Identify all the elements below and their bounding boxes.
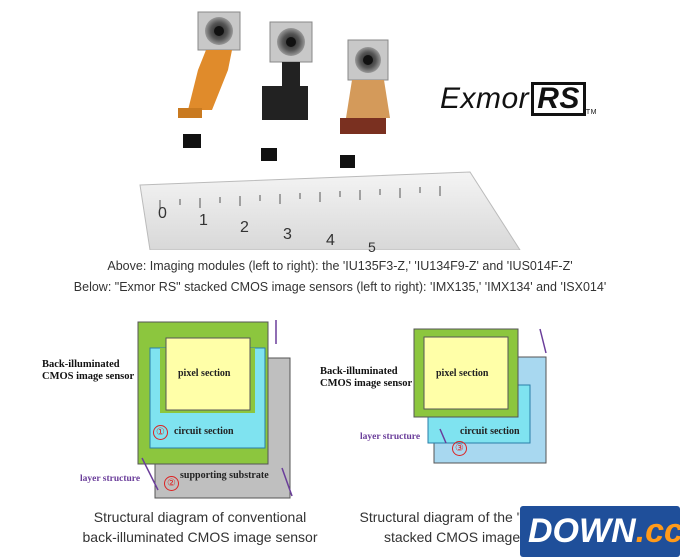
ruler-number: 3 — [283, 226, 292, 243]
logo-suffix: RS — [531, 82, 586, 116]
marker-2: ② — [164, 476, 179, 491]
logo-trademark: TM — [585, 109, 597, 116]
left-diagram-caption-1: Structural diagram of conventional — [93, 509, 307, 525]
sensor-chip-1 — [183, 134, 201, 148]
camera-module-1 — [178, 11, 241, 118]
left-circuit-label: circuit section — [174, 426, 234, 437]
left-support-label: supporting substrate — [180, 470, 269, 481]
left-layer-label: layer structure — [80, 474, 141, 484]
ruler-number: 4 — [326, 232, 335, 249]
logo-brand: Exmor — [440, 82, 530, 115]
ruler — [139, 171, 521, 250]
ruler-number: 1 — [199, 212, 208, 229]
sensor-chip-3 — [340, 155, 355, 168]
right-side-label-2: CMOS image sensor — [320, 378, 413, 389]
right-circuit-label: circuit section — [460, 426, 520, 437]
left-side-label-2: CMOS image sensor — [42, 371, 135, 382]
left-diagram-caption-2: back-illuminated CMOS image sensor — [82, 529, 318, 545]
marker-3: ③ — [452, 441, 467, 456]
caption-line-1: Above: Imaging modules (left to right): … — [107, 259, 573, 273]
ruler-number: 2 — [240, 219, 249, 236]
right-side-label-1: Back-illuminated — [320, 366, 398, 377]
marker-1: ① — [153, 425, 168, 440]
watermark-text: DOWN — [528, 512, 636, 550]
left-pixel-label: pixel section — [178, 368, 231, 379]
ruler-number: 0 — [158, 205, 167, 222]
camera-module-3 — [340, 39, 390, 134]
down-cc-watermark: DOWN.cc — [520, 506, 680, 557]
stacked-sensor-diagram — [413, 328, 547, 464]
caption-line-2: Below: "Exmor RS" stacked CMOS image sen… — [73, 280, 607, 294]
right-pixel-label: pixel section — [436, 368, 489, 379]
conventional-sensor-diagram — [137, 320, 293, 499]
watermark-suffix: .cc — [635, 512, 680, 550]
left-side-label-1: Back-illuminated — [42, 359, 120, 370]
ruler-number: 5 — [368, 239, 376, 255]
product-photo — [139, 11, 521, 250]
camera-module-2 — [262, 21, 313, 120]
right-layer-label: layer structure — [360, 432, 421, 442]
sensor-chip-2 — [261, 148, 277, 161]
